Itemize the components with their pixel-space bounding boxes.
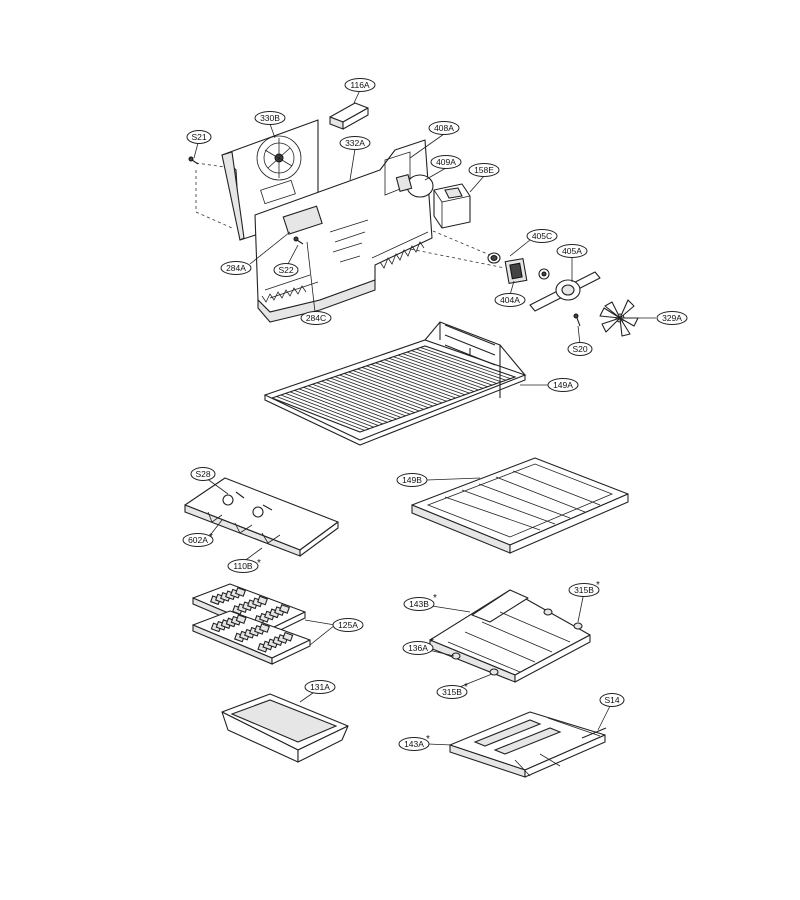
callout-405c: 405C bbox=[526, 229, 558, 243]
callout-label: 404A bbox=[500, 295, 520, 305]
callout-label: 409A bbox=[436, 157, 456, 167]
lamp-bulb-409a bbox=[395, 174, 434, 198]
callout-label: 143A bbox=[404, 739, 424, 749]
callout-label: 284C bbox=[306, 313, 326, 323]
callout-label: 315B bbox=[574, 585, 594, 595]
cap-158e bbox=[433, 183, 471, 229]
callout-131a: 131A bbox=[304, 680, 336, 694]
screw-s21 bbox=[188, 156, 199, 165]
screw-s20 bbox=[573, 313, 581, 327]
callout-label: 408A bbox=[434, 123, 454, 133]
fan-assembly-group bbox=[188, 102, 639, 337]
duct-cover-332a bbox=[254, 139, 433, 323]
callout-label: 149A bbox=[553, 380, 573, 390]
asterisk-mark: * bbox=[596, 580, 600, 591]
leader-lines bbox=[193, 89, 656, 746]
callout-136a: 136A bbox=[402, 641, 434, 655]
callout-label: S28 bbox=[195, 469, 210, 479]
callout-330b: 330B bbox=[254, 111, 286, 125]
callout-158e: 158E bbox=[468, 163, 500, 177]
callout-125a: 125A bbox=[332, 618, 364, 632]
callout-label: S22 bbox=[278, 265, 293, 275]
callout-408a: 408A bbox=[428, 121, 460, 135]
callout-label: 315B bbox=[442, 687, 462, 697]
callout-s20: S20 bbox=[567, 342, 593, 356]
callout-label: 125A bbox=[338, 620, 358, 630]
asterisk-mark: * bbox=[209, 532, 213, 543]
ice-tray-lower-125a bbox=[192, 610, 311, 665]
callout-315b-upper: 315B bbox=[568, 583, 600, 597]
shelf-143a bbox=[449, 711, 607, 778]
callout-329a: 329A bbox=[656, 311, 688, 325]
wire-shelf-149a bbox=[263, 321, 527, 446]
callout-143b: 143B bbox=[403, 597, 435, 611]
asterisk-mark: * bbox=[257, 558, 261, 569]
shelf-143b bbox=[429, 589, 591, 683]
callout-label: 332A bbox=[345, 138, 365, 148]
motor-washer-405c bbox=[538, 268, 550, 280]
callout-label: 131A bbox=[310, 682, 330, 692]
callout-label: 158E bbox=[474, 165, 494, 175]
callout-label: 110B bbox=[233, 561, 253, 571]
callout-404a: 404A bbox=[494, 293, 526, 307]
asterisk-mark: * bbox=[464, 682, 468, 693]
motor-grommet bbox=[487, 252, 501, 264]
part-116a bbox=[329, 102, 369, 130]
callout-409a: 409A bbox=[430, 155, 462, 169]
callout-149b: 149B bbox=[396, 473, 428, 487]
callout-label: 284A bbox=[226, 263, 246, 273]
ice-bin-131a bbox=[221, 693, 349, 763]
callout-602a: 602A bbox=[182, 533, 214, 547]
callout-label: 330B bbox=[260, 113, 280, 123]
callout-label: 602A bbox=[188, 535, 208, 545]
asterisk-mark: * bbox=[430, 637, 434, 648]
callout-143a: 143A bbox=[398, 737, 430, 751]
fan-motor-404a bbox=[504, 257, 528, 285]
callout-label: 143B bbox=[409, 599, 429, 609]
callout-label: 136A bbox=[408, 643, 428, 653]
callout-s28: S28 bbox=[190, 467, 216, 481]
callout-label: 329A bbox=[662, 313, 682, 323]
motor-bracket-405a bbox=[529, 271, 601, 312]
callout-405a: 405A bbox=[556, 244, 588, 258]
callout-s21: S21 bbox=[186, 130, 212, 144]
shelf-149b bbox=[411, 457, 629, 554]
asterisk-mark: * bbox=[433, 593, 437, 604]
callout-315b-lower: 315B bbox=[436, 685, 468, 699]
callout-284a: 284A bbox=[220, 261, 252, 275]
callout-s22: S22 bbox=[273, 263, 299, 277]
callout-284c: 284C bbox=[300, 311, 332, 325]
screw-s22 bbox=[293, 236, 304, 245]
callout-332a: 332A bbox=[339, 136, 371, 150]
callout-label: S21 bbox=[191, 132, 206, 142]
bracket-110b bbox=[184, 477, 339, 557]
callout-label: 405C bbox=[532, 231, 552, 241]
callout-149a: 149A bbox=[547, 378, 579, 392]
callout-label: 116A bbox=[350, 80, 370, 90]
callout-116a: 116A bbox=[344, 78, 376, 92]
asterisk-mark: * bbox=[426, 734, 430, 745]
callout-label: 149B bbox=[402, 475, 422, 485]
callout-label: S20 bbox=[572, 344, 587, 354]
callout-s14: S14 bbox=[599, 693, 625, 707]
callout-label: 405A bbox=[562, 246, 582, 256]
callout-110b: 110B bbox=[227, 559, 259, 573]
fan-blade-329a bbox=[599, 299, 639, 337]
callout-label: S14 bbox=[604, 695, 619, 705]
